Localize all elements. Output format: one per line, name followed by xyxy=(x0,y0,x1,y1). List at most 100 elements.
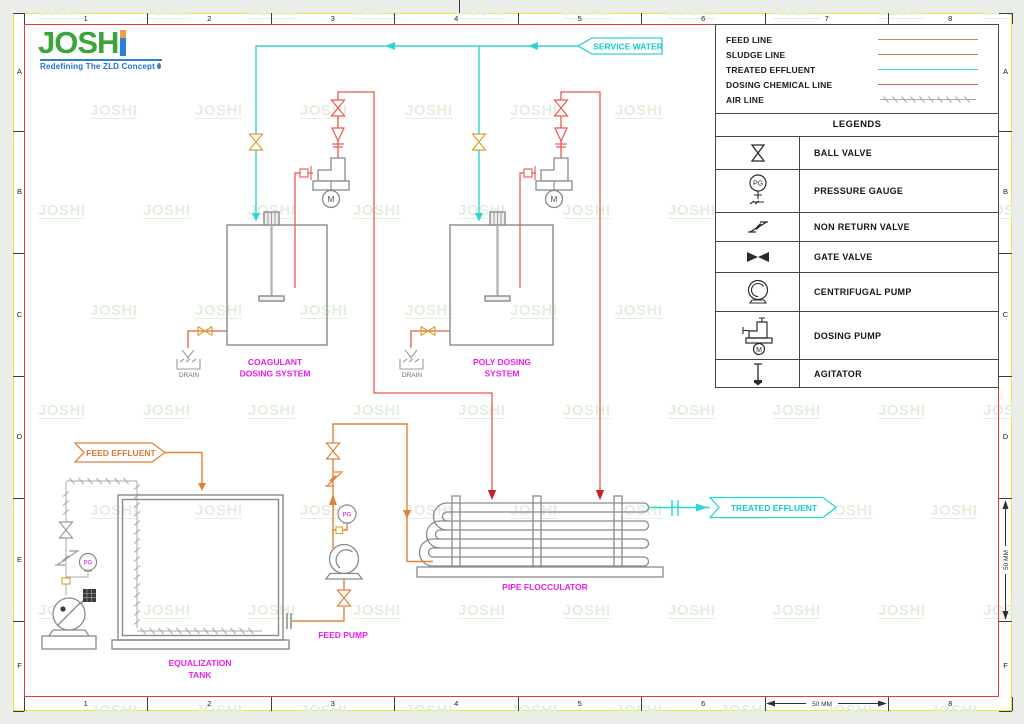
grid-tick xyxy=(13,710,24,712)
equalization-tank-label: EQUALIZATION xyxy=(168,658,231,668)
grid-tick xyxy=(147,697,148,711)
watermark-text: JOSHI xyxy=(668,602,716,619)
svg-text:50 MM: 50 MM xyxy=(1003,550,1010,570)
centrifugal-pump-icon xyxy=(716,273,800,311)
grid-tick xyxy=(13,497,24,499)
watermark-text: JOSHI xyxy=(353,602,401,619)
svg-text:50 MM: 50 MM xyxy=(812,701,832,708)
dosing-chemical-line-label: DOSING CHEMICAL LINE xyxy=(726,79,833,90)
feed-line-label: FEED LINE xyxy=(726,34,773,45)
sludge-line-label: SLUDGE LINE xyxy=(726,49,786,60)
legend-row-pressure-gauge: PG PRESSURE GAUGE xyxy=(716,170,998,213)
grid-column-label: 5 xyxy=(577,14,582,23)
grid-tick xyxy=(394,697,395,711)
watermark-text: JOSHI xyxy=(405,502,453,519)
watermark-text: JOSHI xyxy=(38,2,86,19)
non-return-valve-icon xyxy=(331,127,345,143)
motor-tag: M xyxy=(551,195,558,204)
watermark-text: JOSHI xyxy=(563,202,611,219)
grid-column-label: 3 xyxy=(330,14,335,23)
treated-effluent-label: TREATED EFFLUENT xyxy=(726,64,816,75)
grid-row-label: F xyxy=(17,661,22,670)
grid-tick xyxy=(764,13,766,24)
feed-pump-piping xyxy=(292,423,433,622)
watermark-text: JOSHI xyxy=(458,2,506,19)
motor-icon xyxy=(321,189,341,209)
grid-row-label: A xyxy=(1002,67,1008,76)
watermark-text: JOSHI xyxy=(195,502,243,519)
flow-arrow-right xyxy=(696,503,708,512)
svg-text:SERVICE WATER: SERVICE WATER xyxy=(593,41,663,51)
logo-tagline: Redefining The ZLD Concept xyxy=(40,62,162,71)
service-water-valves xyxy=(248,133,487,151)
grid-column-label: 1 xyxy=(83,699,88,708)
grid-tick xyxy=(270,697,272,711)
treated-effluent-banner: TREATED EFFLUENT xyxy=(708,496,838,519)
non-return-valve-icon xyxy=(554,127,568,143)
grid-row-label: B xyxy=(16,187,22,196)
watermark-text: JOSHI xyxy=(195,102,243,119)
watermark-text: JOSHI xyxy=(38,202,86,219)
legend-row-agitator: AGITATOR xyxy=(716,360,998,387)
legend-row-gate-valve: GATE VALVE xyxy=(716,242,998,273)
grid-tick xyxy=(23,13,25,24)
grid-tick xyxy=(23,697,25,711)
watermark-text: JOSHI xyxy=(615,102,663,119)
grid-tick xyxy=(999,375,1012,377)
watermark-text: JOSHI xyxy=(983,602,1024,619)
agitator-icon xyxy=(716,360,800,387)
grid-column-label: 6 xyxy=(701,699,706,708)
vertical-scale-dimension: 50 MM xyxy=(1002,500,1010,620)
grid-tick xyxy=(888,697,889,711)
flow-arrow-up xyxy=(329,494,337,505)
non-return-valve-icon xyxy=(325,471,343,487)
service-water-arrows xyxy=(252,42,538,222)
watermark-text: JOSHI xyxy=(668,402,716,419)
grid-row-label: A xyxy=(16,67,22,76)
legend-line-row: AIR LINE xyxy=(716,92,998,107)
grid-tick xyxy=(764,697,766,711)
watermark-text: JOSHI xyxy=(143,402,191,419)
grid-column-label: 2 xyxy=(207,699,212,708)
blower-valve-train xyxy=(55,521,98,585)
watermark-text: JOSHI xyxy=(300,302,348,319)
grid-column-label: 7 xyxy=(824,14,829,23)
watermark-text: JOSHI xyxy=(510,702,558,719)
grid-tick xyxy=(999,710,1012,712)
watermark-text: JOSHI xyxy=(773,2,821,19)
watermark-text: JOSHI xyxy=(668,202,716,219)
grid-row-label: D xyxy=(16,432,23,441)
watermark-text: JOSHI xyxy=(563,2,611,19)
watermark-text: JOSHI xyxy=(458,602,506,619)
feed-pump-pressure-gauge xyxy=(337,504,357,524)
pressure-gauge-tag: PG xyxy=(343,513,352,519)
flow-arrow-down xyxy=(403,510,411,519)
watermark-text: JOSHI xyxy=(195,702,243,719)
grid-tick xyxy=(13,252,24,254)
watermark-text: JOSHI xyxy=(248,2,296,19)
grid-tick xyxy=(517,13,519,24)
grid-row-label: F xyxy=(1003,661,1008,670)
ball-valve-icon xyxy=(330,99,346,117)
watermark-text: JOSHI xyxy=(143,202,191,219)
gate-valve-icon xyxy=(420,325,436,337)
grid-column-label: 8 xyxy=(948,699,953,708)
svg-text:PG: PG xyxy=(752,181,762,188)
grid-column-label: 1 xyxy=(83,14,88,23)
pipe-flocculator xyxy=(416,495,664,578)
drain-label: DRAIN xyxy=(179,372,200,379)
pressure-gauge-tag: PG xyxy=(84,561,93,567)
watermark-text: JOSHI xyxy=(983,2,1024,19)
poly-dosing-tank xyxy=(449,211,554,346)
watermark-text: JOSHI xyxy=(615,502,663,519)
watermark-text: JOSHI xyxy=(668,2,716,19)
air-line-label: AIR LINE xyxy=(726,94,764,105)
grid-row-label: D xyxy=(1002,432,1009,441)
watermark-text: JOSHI xyxy=(90,502,138,519)
watermark-text: JOSHI xyxy=(510,302,558,319)
flow-arrow-down xyxy=(198,483,206,491)
watermark-text: JOSHI xyxy=(825,502,873,519)
equalization-tank-label2: TANK xyxy=(189,670,213,680)
watermark-text: JOSHI xyxy=(825,702,873,719)
